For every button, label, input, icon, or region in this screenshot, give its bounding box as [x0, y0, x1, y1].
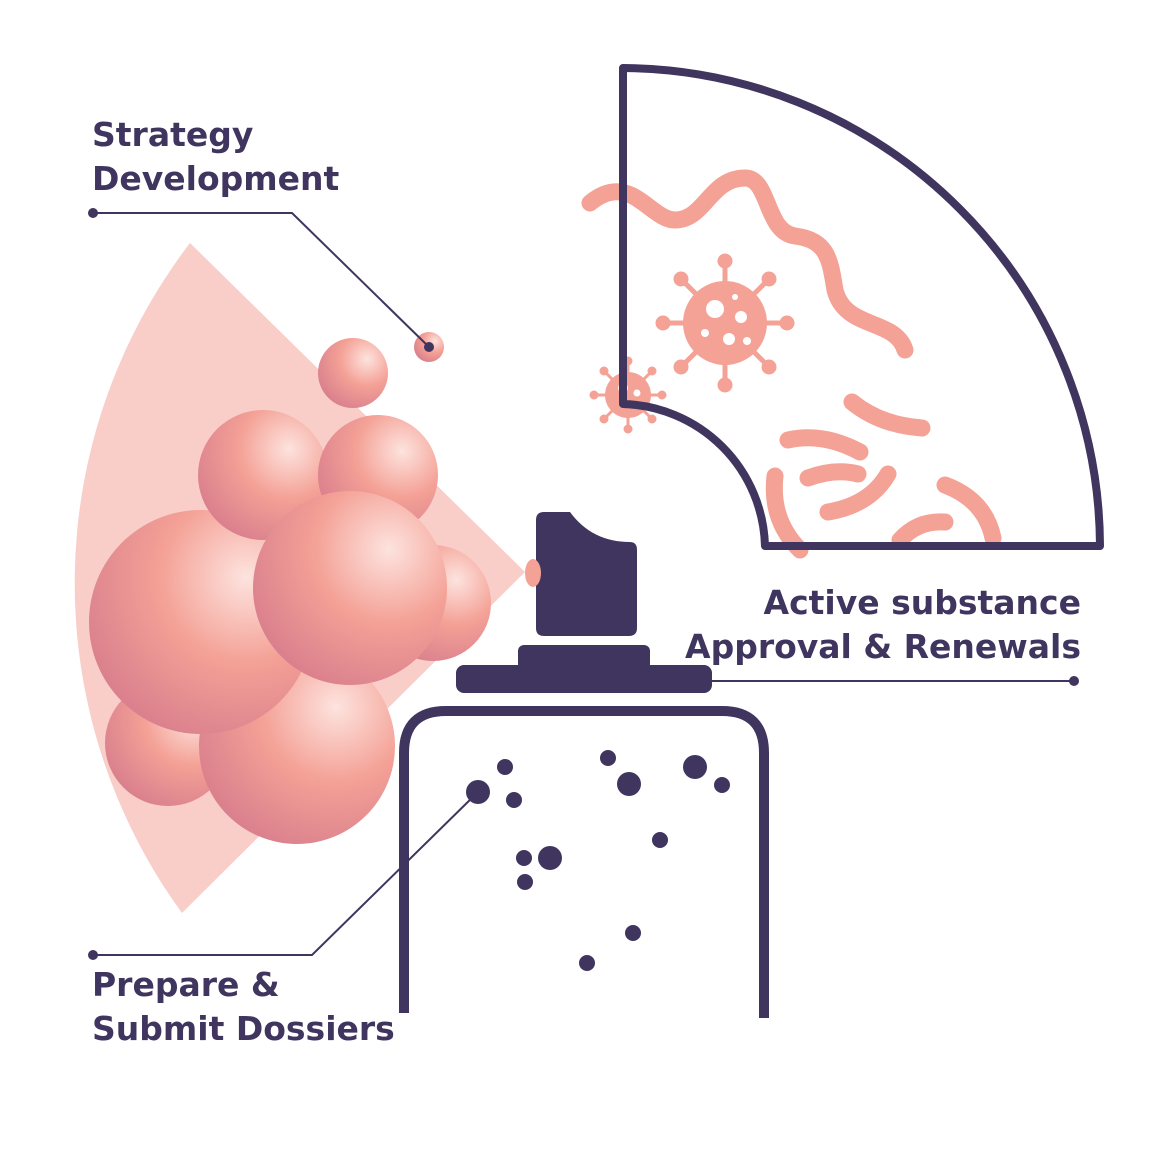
label-active-line2: Approval & Renewals: [685, 627, 1081, 666]
nozzle-orifice: [525, 559, 541, 587]
leader-prepare: [88, 780, 490, 960]
label-strategy-development: Strategy Development: [92, 113, 339, 201]
label-prepare-line1: Prepare &: [92, 965, 280, 1004]
label-prepare-submit-dossiers: Prepare & Submit Dossiers: [92, 963, 395, 1051]
bubble-cluster-icon: [89, 332, 491, 844]
leader-strategy: [88, 208, 434, 352]
leader-active: [712, 676, 1079, 686]
virus-icon: [589, 356, 667, 434]
label-active-substance: Active substance Approval & Renewals: [685, 581, 1081, 669]
virus-icon: [655, 253, 795, 393]
can-particles: [497, 750, 730, 971]
label-strategy-line1: Strategy: [92, 115, 254, 154]
microscope-frame: [619, 64, 1104, 550]
can-body: [399, 706, 769, 1018]
bacteria-icon: [581, 169, 1002, 559]
label-strategy-line2: Development: [92, 159, 340, 198]
microscope-view-icon: [581, 64, 1104, 559]
label-active-line1: Active substance: [763, 583, 1081, 622]
spray-nozzle: [536, 512, 637, 636]
spray-can-icon: [399, 512, 769, 1018]
label-prepare-line2: Submit Dossiers: [92, 1009, 395, 1048]
spray-collar: [518, 645, 650, 670]
spray-cap: [456, 665, 712, 693]
